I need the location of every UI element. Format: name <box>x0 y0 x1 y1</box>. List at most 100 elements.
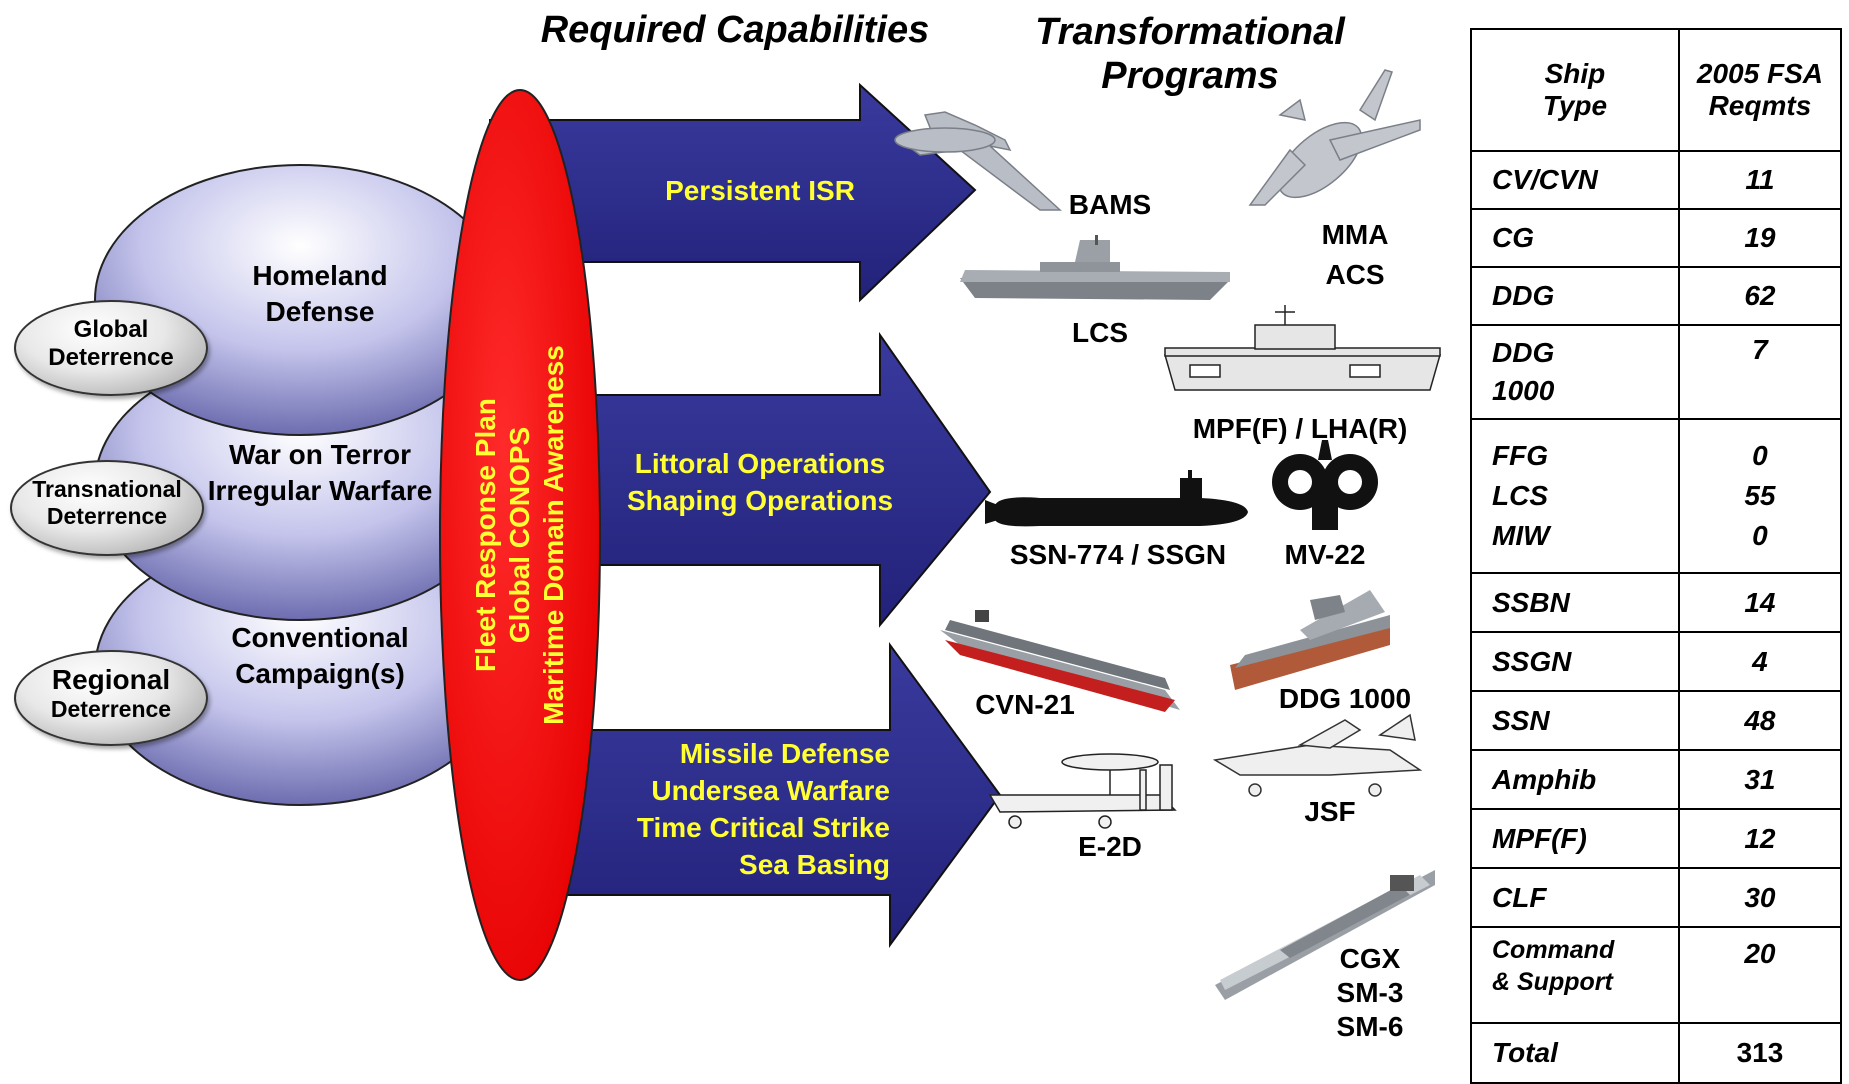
program-label-mma: MMA <box>1321 219 1389 250</box>
mv22-icon <box>1272 440 1378 530</box>
table-cell-value-ffg: 0 <box>1752 440 1768 471</box>
table-row: SSBN 14 <box>1470 572 1843 633</box>
table-cell-total-label: Total <box>1470 1022 1680 1084</box>
table-row: CLF 30 <box>1470 867 1843 928</box>
table-cell-value: 11 <box>1677 150 1843 210</box>
table-row: FFG LCS MIW 0 55 0 <box>1470 418 1843 574</box>
table-cell-type: FFG LCS MIW <box>1470 418 1680 574</box>
table-cell-value: 31 <box>1677 749 1843 810</box>
table-row: Amphib 31 <box>1470 749 1843 810</box>
header-transformational-line2: Programs <box>1101 55 1279 97</box>
mission-conventional-line1: Conventional <box>231 622 409 653</box>
table-cell-type-ffg: FFG <box>1492 440 1548 471</box>
program-label-acs: ACS <box>1325 259 1385 290</box>
table-cell-type: SSBN <box>1470 572 1680 633</box>
table-cell-type: SSN <box>1470 690 1680 751</box>
table-cell-value: 30 <box>1677 867 1843 928</box>
table-cell-type: CG <box>1470 208 1680 268</box>
program-label-sm6: SM-6 <box>1336 1011 1404 1042</box>
table-cell-value-lcs: 55 <box>1744 480 1776 511</box>
table-cell-type: Command & Support <box>1470 926 1680 1024</box>
table-cell-value: 48 <box>1677 690 1843 751</box>
red-ellipse <box>439 89 601 981</box>
program-label-ddg1000: DDG 1000 <box>1278 683 1412 714</box>
table-row: DDG 1000 7 <box>1470 324 1843 420</box>
table-cell-value-miw: 0 <box>1752 520 1768 551</box>
table-row: Command & Support 20 <box>1470 926 1843 1024</box>
table-cell-type: Amphib <box>1470 749 1680 810</box>
table-cell-value: 14 <box>1677 572 1843 633</box>
capability-shaping-operations: Shaping Operations <box>626 485 894 516</box>
deterrence-global: Global Deterrence <box>14 300 208 396</box>
table-cell-value: 19 <box>1677 208 1843 268</box>
table-header-col2-line1: 2005 FSA <box>1696 58 1823 89</box>
red-ellipse-line1: Fleet Response Plan <box>470 398 501 672</box>
capability-text-3: Missile Defense Undersea Warfare Time Cr… <box>560 735 890 883</box>
table-row: SSGN 4 <box>1470 631 1843 692</box>
table-cell-type: DDG 1000 <box>1470 324 1680 420</box>
capability-text-1: Persistent ISR <box>610 172 910 209</box>
capability-text-2: Littoral Operations Shaping Operations <box>600 445 920 519</box>
table-cell-value: 62 <box>1677 266 1843 326</box>
table-cell-type-line2: & Support <box>1492 968 1613 996</box>
mission-war-on-terror-label: War on Terror Irregular Warfare <box>170 437 470 509</box>
deterrence-transnational-line1: Transnational <box>32 476 182 502</box>
deterrence-global-line1: Global <box>73 316 149 343</box>
header-transformational-line1: Transformational <box>1035 11 1345 53</box>
deterrence-transnational-line2: Deterrence <box>46 503 168 529</box>
capability-undersea-warfare: Undersea Warfare <box>651 775 890 806</box>
deterrence-regional-line2: Deterrence <box>50 696 172 722</box>
table-cell-value: 12 <box>1677 808 1843 869</box>
lha-ship-icon <box>1164 305 1441 391</box>
deterrence-transnational: Transnational Deterrence <box>10 460 204 556</box>
table-header-col1-line2: Type <box>1542 90 1608 121</box>
program-label-cgx-group: CGX SM-3 SM-6 <box>1320 942 1420 1044</box>
submarine-icon <box>985 470 1248 527</box>
mma-aircraft-icon <box>1248 69 1421 206</box>
table-row: CG 19 <box>1470 208 1843 268</box>
table-cell-type: MPF(F) <box>1470 808 1680 869</box>
table-cell-value: 0 55 0 <box>1677 418 1843 574</box>
table-cell-type-line2: 1000 <box>1492 375 1555 406</box>
red-ellipse-line2: Global CONOPS <box>504 426 535 644</box>
ddg1000-ship-icon <box>1230 590 1390 690</box>
table-cell-total-value: 313 <box>1677 1022 1843 1084</box>
table-cell-type-miw: MIW <box>1492 520 1550 551</box>
capability-time-critical-strike: Time Critical Strike <box>636 812 890 843</box>
capability-missile-defense: Missile Defense <box>679 738 890 769</box>
mission-homeland-label: Homeland Defense <box>210 258 430 330</box>
table-cell-type: CLF <box>1470 867 1680 928</box>
bams-aircraft-icon <box>894 111 1062 211</box>
table-cell-value: 4 <box>1677 631 1843 692</box>
program-label-e2d: E-2D <box>1078 831 1142 862</box>
fsa-requirements-table: Ship Type 2005 FSA Reqmts CV/CVN 11 CG 1… <box>1470 28 1843 1084</box>
table-header-col1-line1: Ship <box>1544 58 1606 89</box>
red-ellipse-line3: Maritime Domain Awareness <box>538 345 569 725</box>
table-cell-type: CV/CVN <box>1470 150 1680 210</box>
cgx-ship-icon <box>1215 870 1435 1000</box>
mission-war-on-terror-line1: War on Terror <box>228 439 411 470</box>
capability-sea-basing: Sea Basing <box>739 849 890 880</box>
header-transformational-programs: Transformational Programs <box>1000 10 1380 98</box>
program-label-lcs: LCS <box>1072 317 1128 348</box>
table-cell-type-line1: Command <box>1492 936 1615 964</box>
program-label-cgx: CGX <box>1339 943 1401 974</box>
table-header-row: Ship Type 2005 FSA Reqmts <box>1470 28 1843 152</box>
table-row: MPF(F) 12 <box>1470 808 1843 869</box>
table-cell-type: DDG <box>1470 266 1680 326</box>
e2d-aircraft-icon <box>988 753 1177 829</box>
jsf-aircraft-icon <box>1212 713 1423 797</box>
table-header-ship-type: Ship Type <box>1470 28 1680 152</box>
table-row-total: Total 313 <box>1470 1022 1843 1084</box>
table-header-col2-line2: Reqmts <box>1708 90 1812 121</box>
table-cell-type-line1: DDG <box>1492 337 1555 368</box>
mission-war-on-terror-line2: Irregular Warfare <box>207 475 433 506</box>
deterrence-global-line2: Deterrence <box>48 344 174 371</box>
table-row: SSN 48 <box>1470 690 1843 751</box>
program-label-mv22: MV-22 <box>1284 539 1366 570</box>
deterrence-regional-line1: Regional <box>51 664 171 695</box>
lcs-ship-icon <box>960 235 1230 300</box>
table-cell-type: SSGN <box>1470 631 1680 692</box>
capability-persistent-isr: Persistent ISR <box>665 175 855 206</box>
program-label-ssn-ssgn: SSN-774 / SSGN <box>1009 539 1227 570</box>
